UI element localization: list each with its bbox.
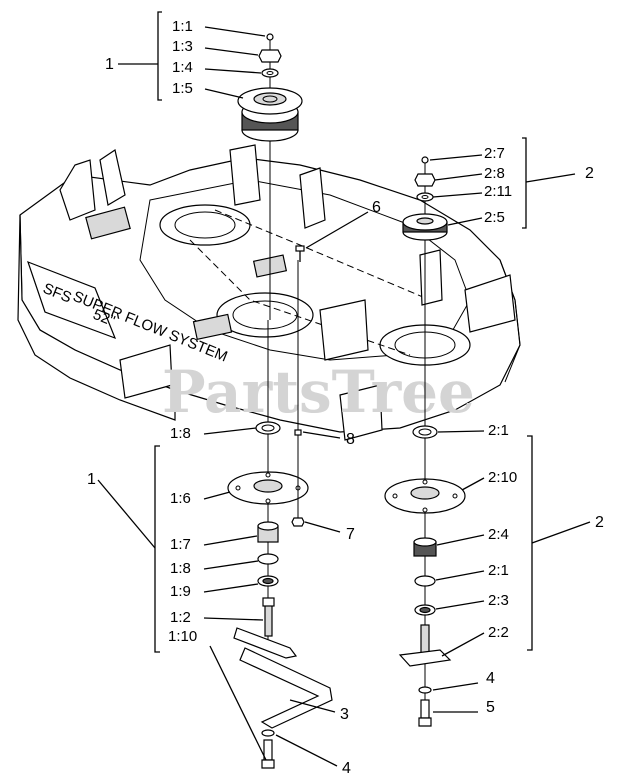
- pin-items-7-8: [291, 260, 305, 527]
- callout-8-label: 8: [346, 431, 355, 448]
- callout-1-3: 1:3: [172, 38, 193, 55]
- callout-5-label: 5: [486, 699, 495, 716]
- callout-1-5: 1:5: [172, 80, 193, 97]
- callout-2-7: 2:7: [484, 145, 505, 162]
- callout-1-4: 1:4: [172, 59, 193, 76]
- pulley-assembly-right: [402, 156, 448, 330]
- watermark: PartsTree: [162, 358, 475, 426]
- callout-2-2: 2:2: [488, 624, 509, 641]
- callout-2-8: 2:8: [484, 165, 505, 182]
- callout-3-4-5: 3 4 4 5: [275, 670, 495, 777]
- callout-2-1b: 2:1: [488, 562, 509, 579]
- callout-1-6: 1:6: [170, 490, 191, 507]
- spindle-assembly-left: [227, 320, 333, 769]
- callout-2-10: 2:10: [488, 469, 517, 486]
- group-2-bottom-label: 2: [595, 514, 604, 531]
- group-2-top-label: 2: [585, 165, 594, 182]
- callout-group-2-top: 2 2:7 2:8 2:11 2:5: [429, 137, 594, 229]
- callout-3-label: 3: [340, 706, 349, 723]
- callout-2-5: 2:5: [484, 209, 505, 226]
- callout-1-9: 1:9: [170, 583, 191, 600]
- callout-1-2: 1:2: [170, 609, 191, 626]
- spindle-assembly-right: [384, 330, 466, 727]
- callout-6: 6: [305, 199, 381, 249]
- group-1-top-label: 1: [105, 56, 114, 73]
- callout-4-right-label: 4: [486, 670, 495, 687]
- callout-1-8a: 1:8: [170, 425, 191, 442]
- callout-1-7: 1:7: [170, 536, 191, 553]
- callout-8-7: 8 7: [302, 431, 355, 543]
- callout-1-1: 1:1: [172, 18, 193, 35]
- callout-6-label: 6: [372, 199, 381, 216]
- callout-2-4: 2:4: [488, 526, 509, 543]
- callout-1-10: 1:10: [168, 628, 197, 645]
- callout-2-3: 2:3: [488, 592, 509, 609]
- callout-group-1-bottom: 1 1:8 1:6 1:7 1:8 1:9 1:2 1:10: [87, 425, 267, 761]
- callout-group-2-bottom: 2 2:1 2:10 2:4 2:1 2:3 2:2: [435, 422, 604, 657]
- callout-group-1-top: 1 1:1 1:3 1:4 1:5: [105, 11, 266, 101]
- callout-2-1a: 2:1: [488, 422, 509, 439]
- callout-7-label: 7: [346, 526, 355, 543]
- callout-1-8b: 1:8: [170, 560, 191, 577]
- callout-4-left-label: 4: [342, 760, 351, 777]
- callout-2-11: 2:11: [484, 183, 512, 200]
- group-1-bottom-label: 1: [87, 471, 96, 488]
- pulley-assembly-left: [237, 33, 303, 320]
